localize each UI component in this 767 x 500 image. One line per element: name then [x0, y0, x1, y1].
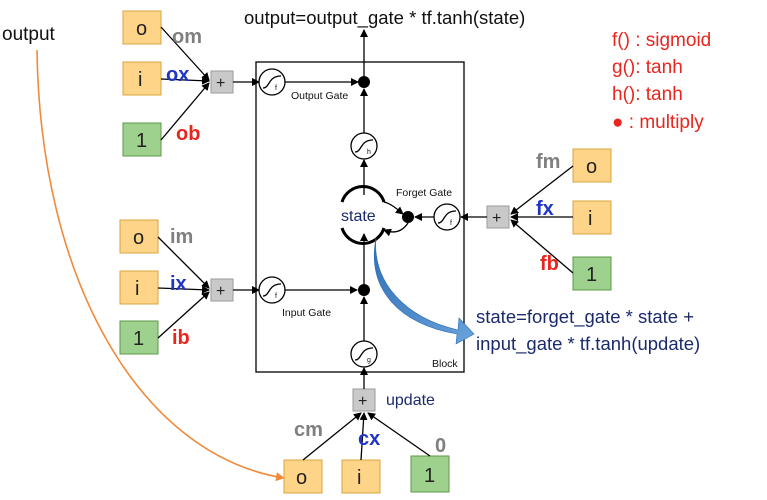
input-gate-i-box — [119, 270, 159, 305]
weight-fb: fb — [540, 253, 559, 275]
h-tanh-icon — [350, 132, 378, 160]
weight-cm: cm — [294, 419, 323, 441]
output-gate-inputs: o i 1 om ox ob + — [122, 10, 260, 157]
legend-item-f: f() : sigmoid — [612, 30, 711, 51]
output-gate-sigmoid-icon — [258, 68, 286, 96]
update-inputs: + update o i 1 cm cx 0 — [283, 367, 450, 494]
svg-text:f: f — [275, 293, 277, 300]
forget-gate-one-box — [572, 256, 612, 291]
legend-item-h: h(): tanh — [612, 84, 683, 105]
output-feedback-arrow — [36, 49, 285, 482]
state-loop-bottom — [340, 227, 386, 245]
state-label: state — [341, 208, 376, 225]
svg-text:+: + — [358, 393, 367, 410]
svg-text:i: i — [357, 467, 361, 489]
output-gate-label: Output Gate — [291, 90, 348, 102]
forget-gate-label: Forget Gate — [396, 187, 452, 199]
svg-text:+: + — [216, 283, 225, 300]
svg-text:1: 1 — [133, 328, 144, 350]
input-gate-inputs: o i 1 im ix ib + — [119, 219, 260, 355]
input-multiply-dot — [358, 284, 370, 296]
svg-text:o: o — [586, 156, 597, 178]
forget-gate-o-box — [572, 148, 612, 183]
forget-gate-inputs: + o i 1 fm fx fb — [460, 148, 612, 291]
input-gate-one-box — [119, 320, 159, 355]
weight-fm: fm — [536, 151, 560, 173]
svg-text:h: h — [367, 149, 371, 156]
input-gate-label: Input Gate — [282, 307, 331, 319]
output-gate-one-text: 1 — [136, 130, 147, 152]
input-gate-o-box — [119, 219, 159, 254]
weight-ob: ob — [176, 123, 200, 145]
output-gate-i-text: i — [138, 69, 142, 91]
svg-text:i: i — [588, 208, 592, 230]
svg-text:o: o — [133, 227, 144, 249]
legend-item-multiply: ● : multiply — [612, 112, 704, 133]
state-equation-line1: state=forget_gate * state + — [476, 306, 694, 328]
block-label: Block — [432, 358, 458, 370]
weight-c0: 0 — [435, 435, 446, 457]
top-equation: output=output_gate * tf.tanh(state) — [244, 7, 525, 29]
update-i-box — [341, 459, 381, 494]
update-one-box — [410, 455, 450, 493]
legend-item-g: g(): tanh — [612, 57, 683, 78]
weight-om: om — [172, 26, 202, 48]
weight-cx: cx — [358, 428, 380, 450]
svg-text:f: f — [450, 220, 452, 227]
svg-text:o: o — [296, 467, 307, 489]
svg-text:f: f — [275, 85, 277, 92]
forget-multiply-dot — [402, 211, 414, 223]
update-label: update — [386, 392, 435, 409]
weight-ix: ix — [170, 273, 187, 295]
output-multiply-dot — [358, 76, 370, 88]
weight-ox: ox — [166, 64, 189, 86]
state-equation-line2: input_gate * tf.tanh(update) — [476, 333, 700, 355]
input-gate-sigmoid-icon — [258, 276, 286, 304]
forget-gate-sigmoid-icon — [433, 203, 461, 231]
state-update-arrow — [374, 237, 475, 345]
svg-text:1: 1 — [424, 465, 435, 487]
svg-text:+: + — [216, 75, 225, 92]
g-tanh-icon — [350, 340, 378, 368]
update-o-box — [283, 459, 323, 494]
svg-text:g: g — [367, 357, 371, 364]
weight-fx: fx — [536, 198, 554, 220]
svg-text:1: 1 — [586, 264, 597, 286]
svg-text:i: i — [135, 278, 139, 300]
state-loop-top — [340, 185, 386, 203]
output-gate-o-box — [122, 10, 162, 45]
svg-text:+: + — [492, 210, 501, 227]
weight-ib: ib — [172, 327, 190, 349]
output-gate-i-box — [122, 61, 162, 96]
output-label: output — [2, 24, 56, 45]
output-gate-o-text: o — [136, 18, 147, 40]
weight-im: im — [170, 226, 193, 248]
